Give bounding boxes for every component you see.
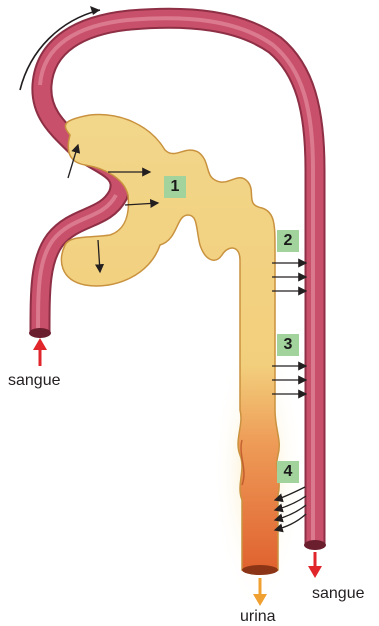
duct-opening (242, 565, 278, 575)
step-3-badge: 3 (277, 334, 299, 356)
vessel-opening-right (304, 540, 326, 550)
step-2-badge: 2 (277, 230, 299, 252)
blood-out-label: sangue (312, 585, 365, 603)
step-4-badge: 4 (277, 461, 299, 483)
vessel-opening-left (29, 328, 51, 338)
step-1-badge: 1 (164, 176, 186, 198)
urine-label: urina (240, 608, 276, 626)
blood-in-label: sangue (8, 372, 61, 390)
